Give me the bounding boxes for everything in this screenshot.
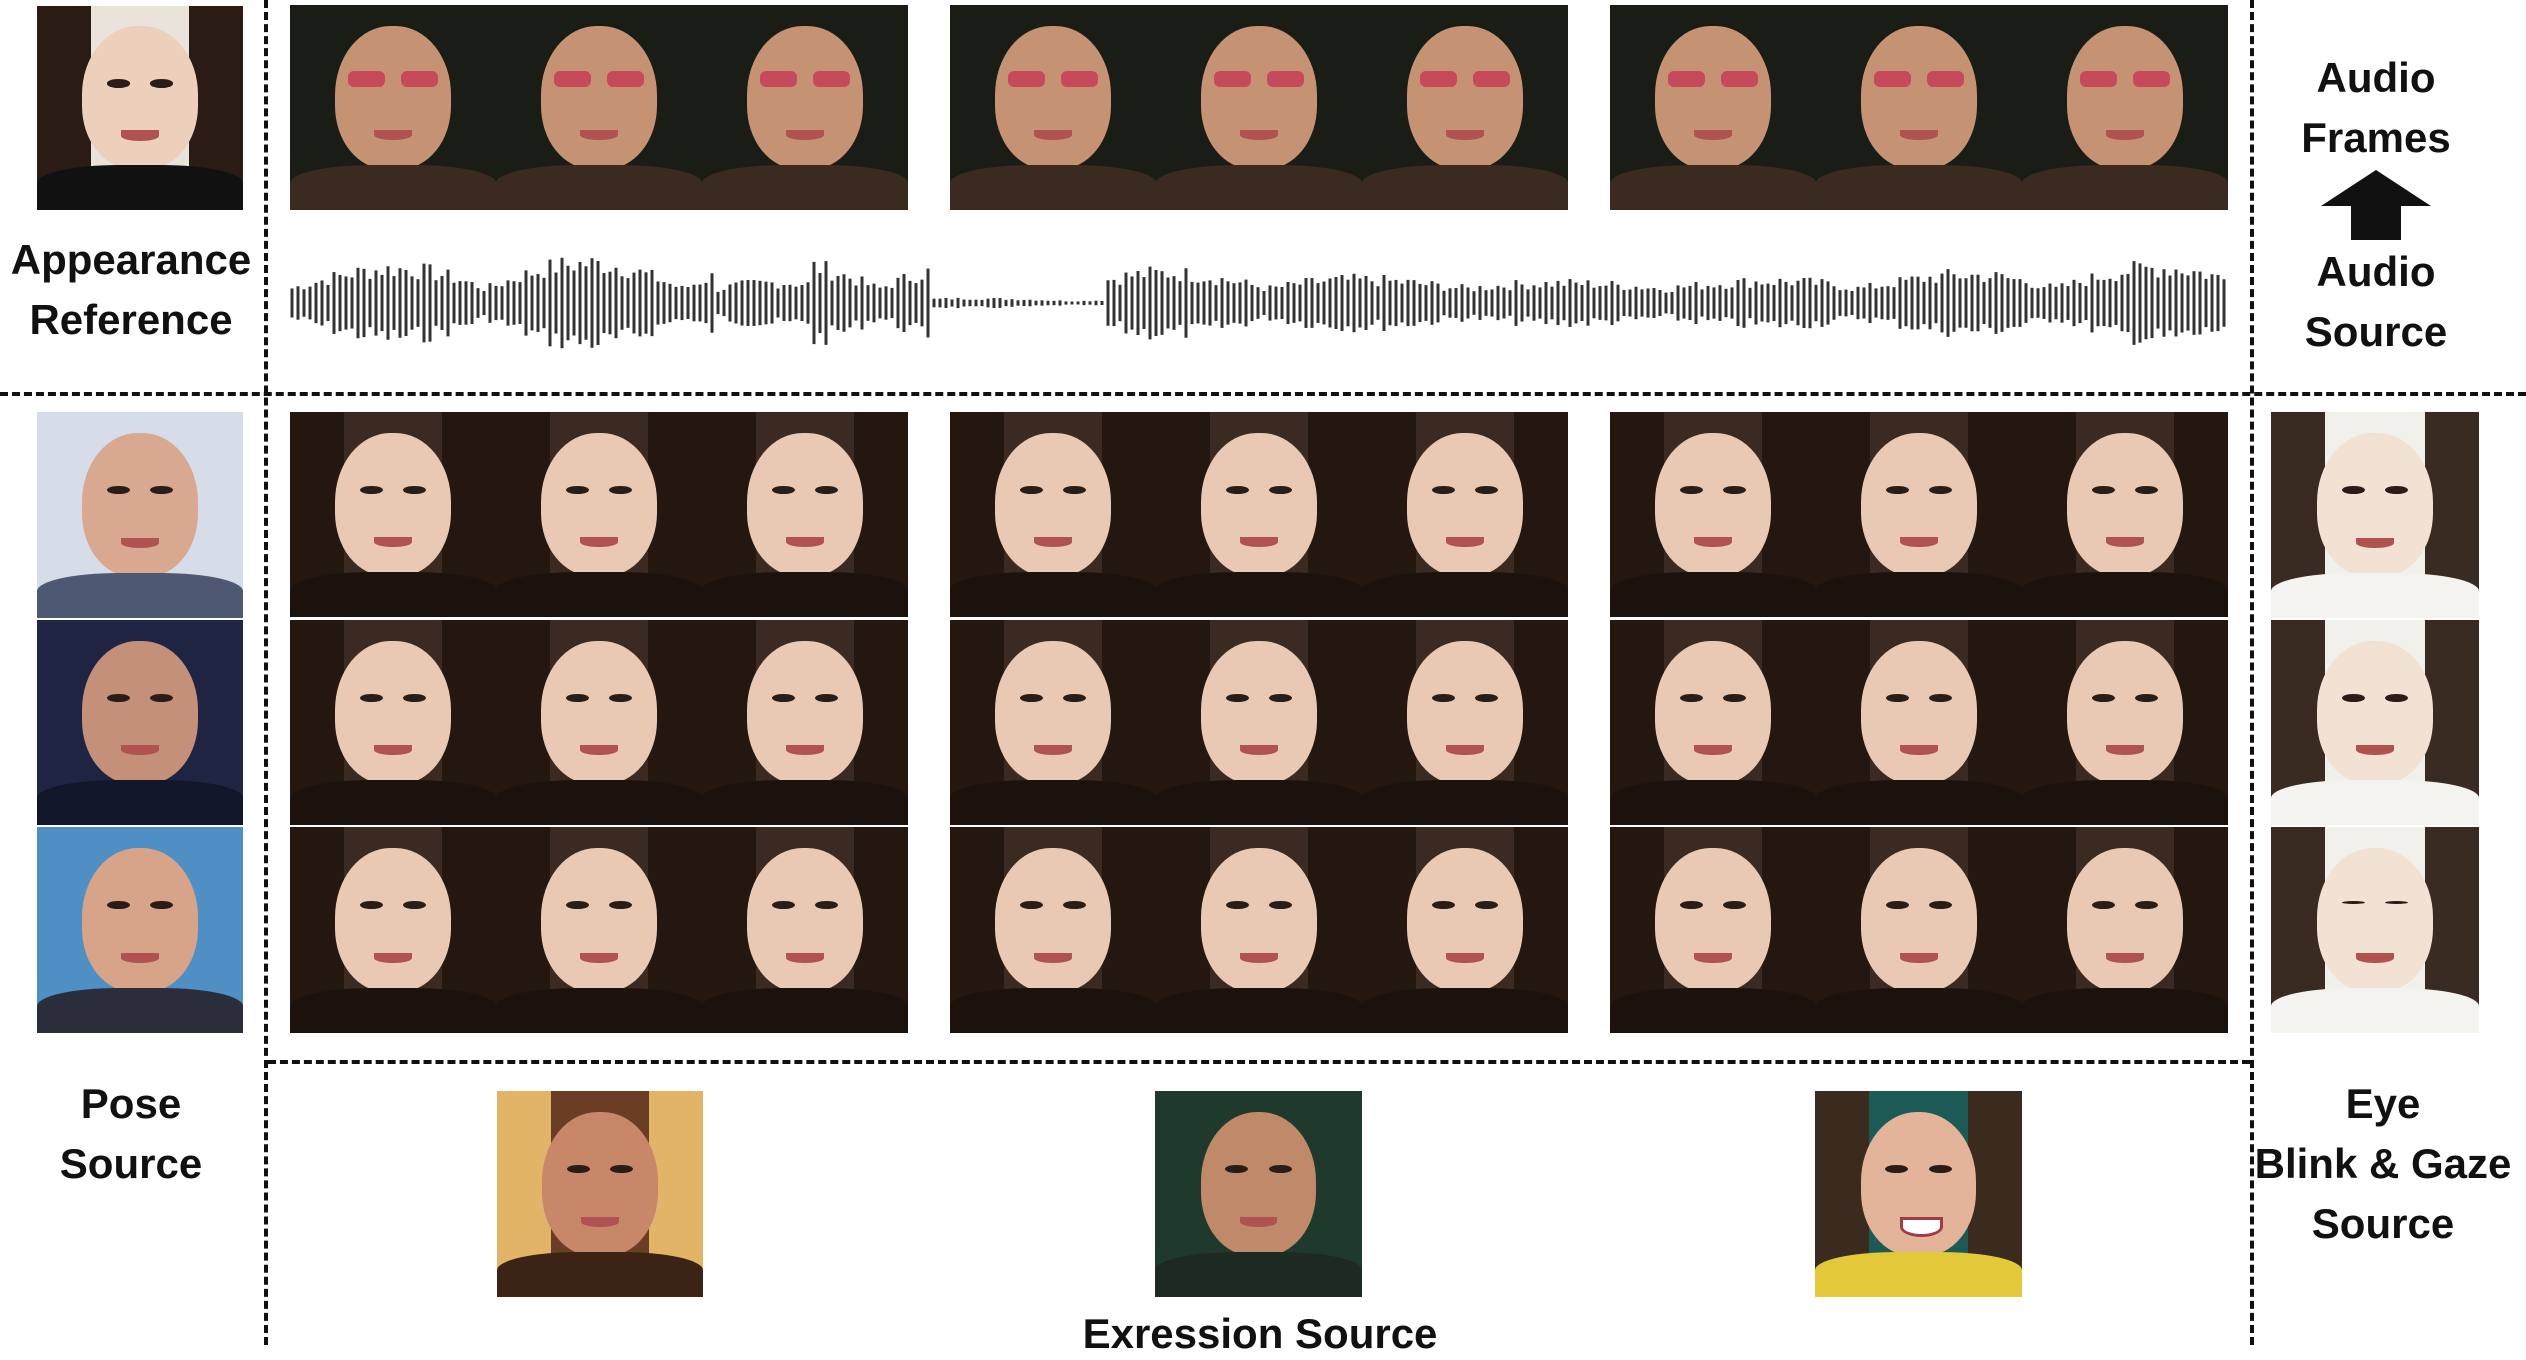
generated-face-image bbox=[496, 412, 702, 617]
divider-horizontal-top bbox=[0, 392, 2526, 396]
generated-face-image bbox=[2022, 620, 2228, 825]
pose-source-label: Pose Source bbox=[59, 1080, 203, 1187]
eye-source-image bbox=[2271, 827, 2479, 1033]
eye-source-image bbox=[2271, 620, 2479, 825]
audio-frame-image bbox=[950, 5, 1156, 210]
generated-face-image bbox=[950, 412, 1156, 617]
generated-face-image bbox=[1156, 412, 1362, 617]
generated-face-image bbox=[290, 620, 496, 825]
generated-face-image bbox=[702, 827, 908, 1033]
expression-source-label: Exression Source bbox=[1082, 1310, 1438, 1357]
audio-source-label: Audio Source bbox=[2304, 248, 2448, 355]
generated-face-image bbox=[1610, 412, 1816, 617]
appearance-reference-label: Appearance Reference bbox=[10, 236, 252, 343]
generated-face-image bbox=[496, 827, 702, 1033]
audio-waveform-icon bbox=[290, 257, 2226, 349]
expression-source-image bbox=[1815, 1091, 2022, 1297]
generated-face-image bbox=[496, 620, 702, 825]
generated-face-image bbox=[1816, 620, 2022, 825]
generated-face-image bbox=[1362, 827, 1568, 1033]
generated-face-image bbox=[702, 620, 908, 825]
generated-face-image bbox=[1156, 827, 1362, 1033]
generated-face-image bbox=[1156, 620, 1362, 825]
audio-frame-image bbox=[1362, 5, 1568, 210]
audio-frame-image bbox=[702, 5, 908, 210]
generated-face-image bbox=[1816, 412, 2022, 617]
generated-face-image bbox=[2022, 412, 2228, 617]
generated-face-image bbox=[1610, 620, 1816, 825]
pose-source-image bbox=[37, 620, 243, 825]
pose-source-image bbox=[37, 827, 243, 1033]
eye-blink-gaze-source-label: Eye Blink & Gaze Source bbox=[2254, 1080, 2512, 1247]
generated-face-image bbox=[290, 412, 496, 617]
pose-source-image bbox=[37, 412, 243, 618]
generated-face-image bbox=[1816, 827, 2022, 1033]
audio-frame-image bbox=[1610, 5, 1816, 210]
audio-frames-label: Audio Frames bbox=[2301, 54, 2451, 161]
audio-frame-image bbox=[290, 5, 496, 210]
divider-left bbox=[264, 0, 268, 1345]
generated-face-image bbox=[950, 620, 1156, 825]
expression-source-image bbox=[497, 1091, 703, 1297]
divider-right bbox=[2250, 0, 2254, 1345]
audio-frame-image bbox=[1156, 5, 1362, 210]
generated-face-image bbox=[1610, 827, 1816, 1033]
up-arrow-icon bbox=[2321, 170, 2431, 240]
generated-face-image bbox=[1362, 412, 1568, 617]
generated-face-image bbox=[1362, 620, 1568, 825]
expression-source-image bbox=[1155, 1091, 1362, 1297]
audio-frame-image bbox=[2022, 5, 2228, 210]
generated-face-image bbox=[950, 827, 1156, 1033]
generated-face-image bbox=[290, 827, 496, 1033]
appearance-reference-image bbox=[37, 6, 243, 210]
generated-face-image bbox=[702, 412, 908, 617]
generated-face-image bbox=[2022, 827, 2228, 1033]
audio-frame-image bbox=[1816, 5, 2022, 210]
divider-horizontal-bottom bbox=[268, 1060, 2250, 1064]
eye-source-image bbox=[2271, 412, 2479, 618]
audio-frame-image bbox=[496, 5, 702, 210]
